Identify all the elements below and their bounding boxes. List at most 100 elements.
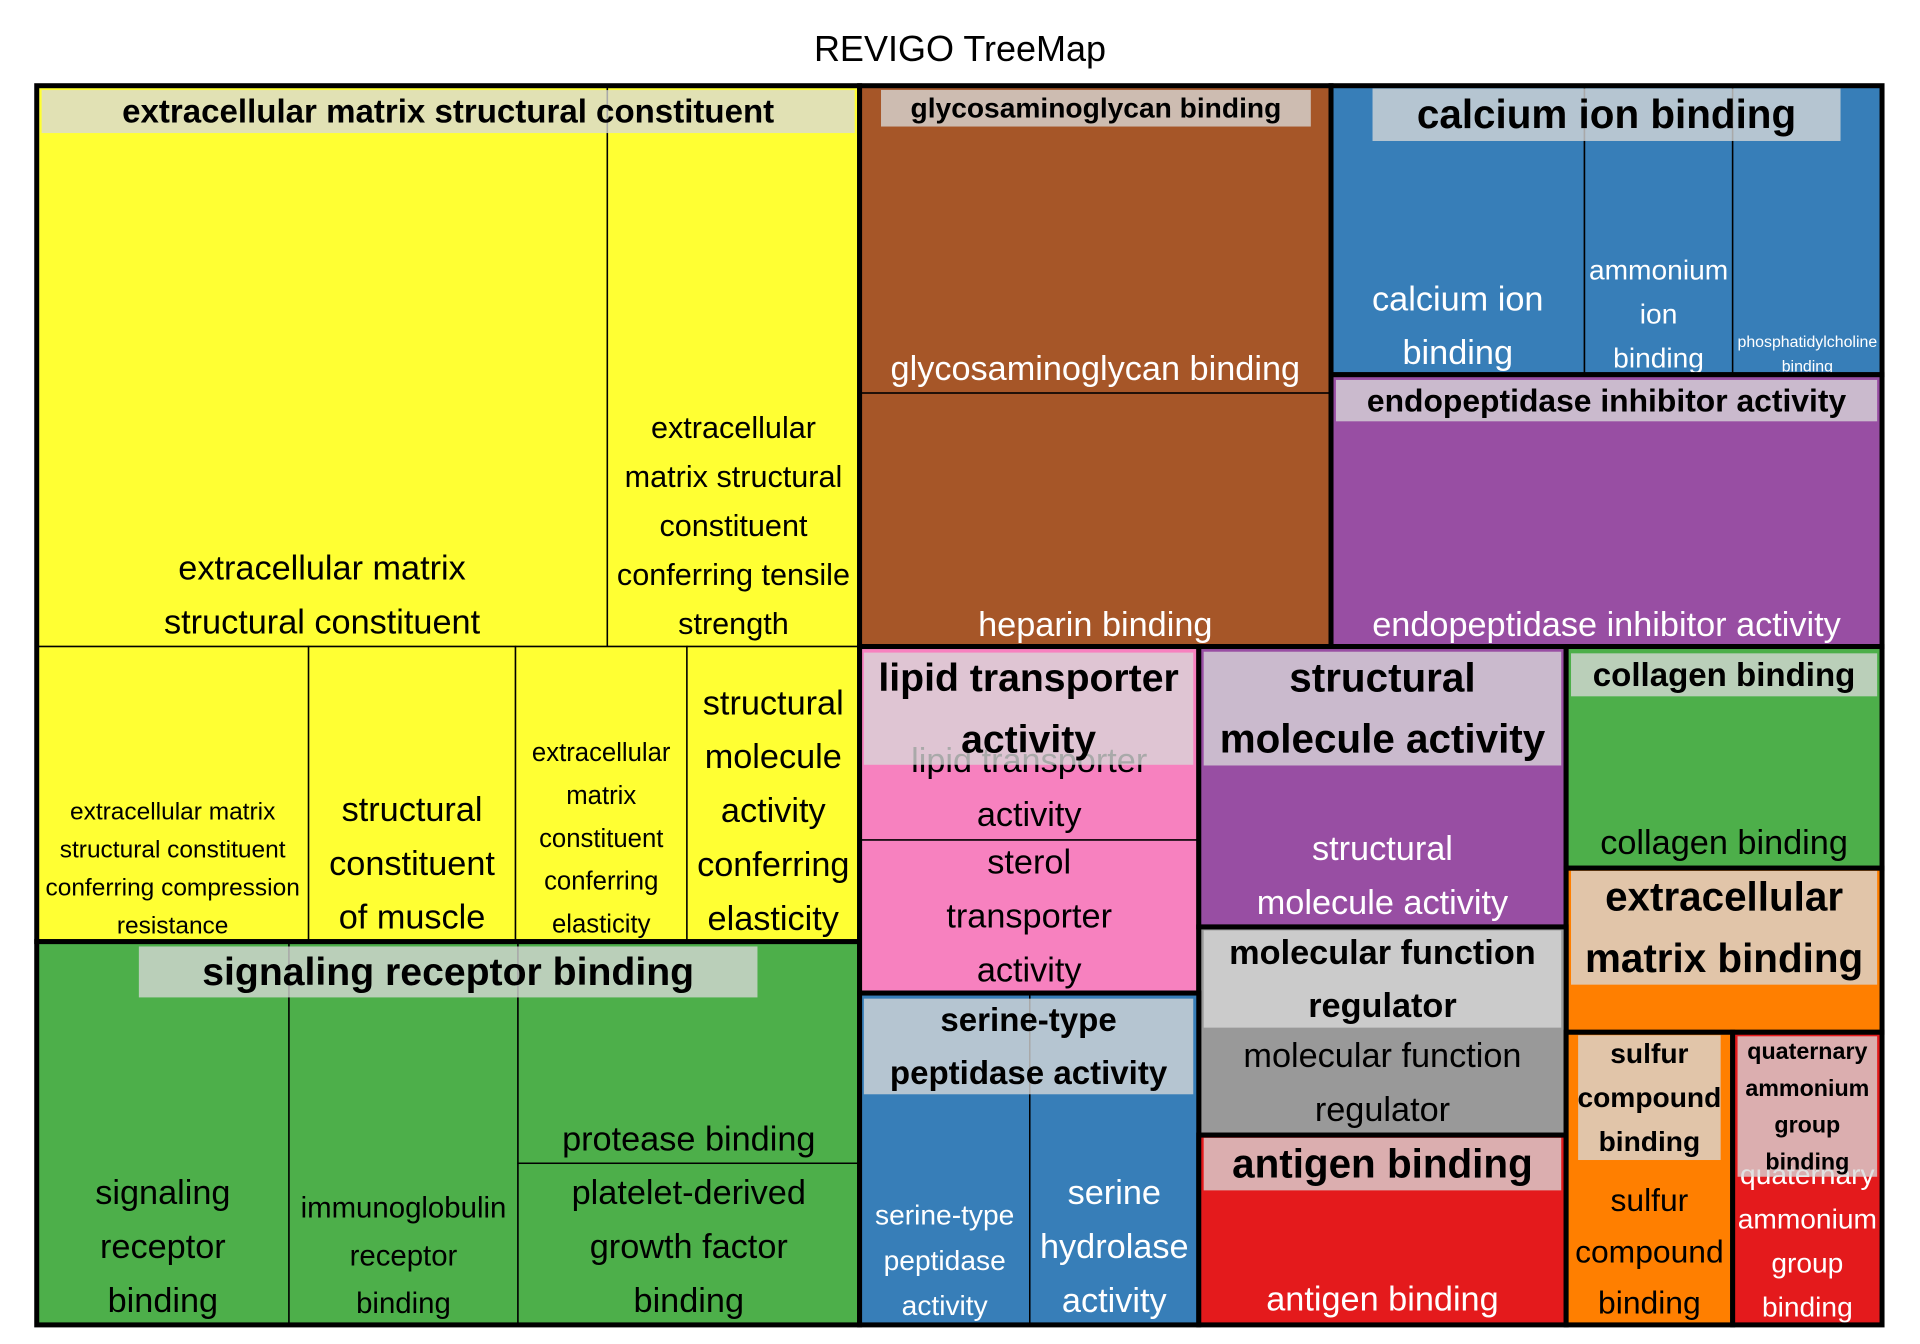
tile-label: resistance <box>117 912 229 939</box>
tile-label: signaling <box>95 1174 230 1212</box>
tile-label: extracellular <box>532 739 671 767</box>
tile-label: molecular function <box>1243 1037 1521 1075</box>
group-header: signaling receptor binding <box>138 946 758 998</box>
group-label: calcium ion binding <box>1417 91 1796 137</box>
tile-label: activity <box>721 792 827 830</box>
tile-label: conferring <box>697 846 849 884</box>
group-header: glycosaminoglycan binding <box>881 89 1311 127</box>
tile-label: group <box>1771 1247 1843 1278</box>
group-label: molecule activity <box>1220 716 1546 762</box>
group-header: endopeptidase inhibitor activity <box>1335 379 1878 422</box>
group-label: endopeptidase inhibitor activity <box>1367 382 1847 418</box>
tile-label: binding <box>1762 1291 1853 1322</box>
tile-label: matrix structural <box>625 460 843 494</box>
tile-label: structural constituent <box>164 604 481 642</box>
tile-label: conferring compression <box>45 874 299 901</box>
tile-label: heparin binding <box>978 606 1212 644</box>
group-label: collagen binding <box>1593 657 1856 694</box>
tile-label: binding <box>108 1282 219 1320</box>
tile-label: activity <box>977 951 1083 989</box>
tile-label: molecule activity <box>1257 884 1509 922</box>
treemap-group: signalingreceptorbindingimmunoglobulinre… <box>34 939 863 1328</box>
tile-label: protease binding <box>562 1120 815 1158</box>
tile-label: calcium ion <box>1372 280 1543 318</box>
group-label: sulfur <box>1610 1038 1688 1069</box>
group-label: activity <box>961 718 1096 761</box>
tile-label: structural <box>1312 830 1453 868</box>
header-backdrop <box>1372 88 1841 141</box>
header-backdrop <box>1578 1035 1721 1161</box>
treemap-group: sulfurcompoundbindingsulfurcompoundbindi… <box>1563 1029 1736 1328</box>
tile-label: elasticity <box>552 911 651 939</box>
tile-label: glycosaminoglycan binding <box>891 350 1301 388</box>
group-label: extracellular matrix structural constitu… <box>122 94 774 131</box>
tile-label: of muscle <box>339 899 486 937</box>
tile-label: phosphatidylcholine <box>1737 334 1877 351</box>
group-label: binding <box>1599 1126 1701 1157</box>
tile-label: conferring tensile <box>617 558 850 592</box>
tile-label: conferring <box>544 868 658 896</box>
group-header: lipid transporter activity <box>863 652 1194 765</box>
tile-label: binding <box>1598 1285 1701 1321</box>
header-backdrop <box>863 652 1194 765</box>
tile-label: constituent <box>659 509 808 543</box>
group-header: extracellular matrix structural constitu… <box>41 90 855 134</box>
tile-label: collagen binding <box>1600 824 1848 862</box>
group-label: molecular function <box>1229 934 1536 972</box>
tile-label: serine-type <box>875 1200 1014 1231</box>
tile-label: ammonium <box>1738 1203 1877 1234</box>
header-backdrop <box>41 90 855 134</box>
tile-label: structural <box>342 791 483 829</box>
group-label: lipid transporter <box>878 657 1178 700</box>
tile-label: ammonium <box>1589 254 1728 285</box>
tile-label: binding <box>356 1287 451 1320</box>
tile-label: ion <box>1640 298 1678 329</box>
chart-title: REVIGO TreeMap <box>813 28 1107 69</box>
group-label: matrix binding <box>1585 935 1863 981</box>
treemap-group: quaternaryammoniumgroupbindingquaternary… <box>1730 1029 1885 1328</box>
group-label: signaling receptor binding <box>202 951 694 994</box>
treemap-group: endopeptidase inhibitor activityendopept… <box>1328 372 1885 650</box>
tile-label: sulfur <box>1610 1182 1688 1218</box>
tile-label: growth factor <box>590 1228 788 1266</box>
treemap-tile <box>307 645 517 943</box>
header-backdrop <box>881 89 1311 127</box>
tile-label: regulator <box>1315 1091 1450 1129</box>
tile-label: elasticity <box>708 900 840 938</box>
group-label: antigen binding <box>1232 1141 1533 1187</box>
group-label: extracellular <box>1605 874 1843 920</box>
group-label: serine-type <box>940 1002 1116 1039</box>
treemap-tile <box>35 84 609 648</box>
header-backdrop <box>863 998 1194 1095</box>
tile-label: immunoglobulin <box>301 1192 507 1225</box>
group-label: glycosaminoglycan binding <box>911 93 1282 124</box>
treemap-group: serine-typepeptidaseactivityserinehydrol… <box>857 990 1202 1328</box>
header-backdrop <box>138 946 758 998</box>
tile-label: constituent <box>539 825 663 853</box>
treemap-tile <box>517 1162 861 1326</box>
tile-label: compound <box>1575 1233 1724 1269</box>
group-header: collagen binding <box>1571 653 1878 697</box>
treemap-group: collagen binding collagen binding <box>1563 644 1885 871</box>
tile-label: binding <box>1402 334 1513 372</box>
header-backdrop <box>1203 930 1562 1028</box>
treemap-tile <box>858 392 1332 648</box>
tile-label: structural <box>703 684 844 722</box>
tile-label: strength <box>678 607 789 641</box>
tile-label: constituent <box>329 845 495 883</box>
group-label: binding <box>1765 1148 1849 1174</box>
tile-label: transporter <box>946 897 1112 935</box>
treemap-tile <box>35 645 310 943</box>
group-header: calcium ion binding <box>1372 88 1841 141</box>
tile-label: molecule <box>705 738 842 776</box>
tile-label: hydrolase <box>1040 1228 1189 1266</box>
